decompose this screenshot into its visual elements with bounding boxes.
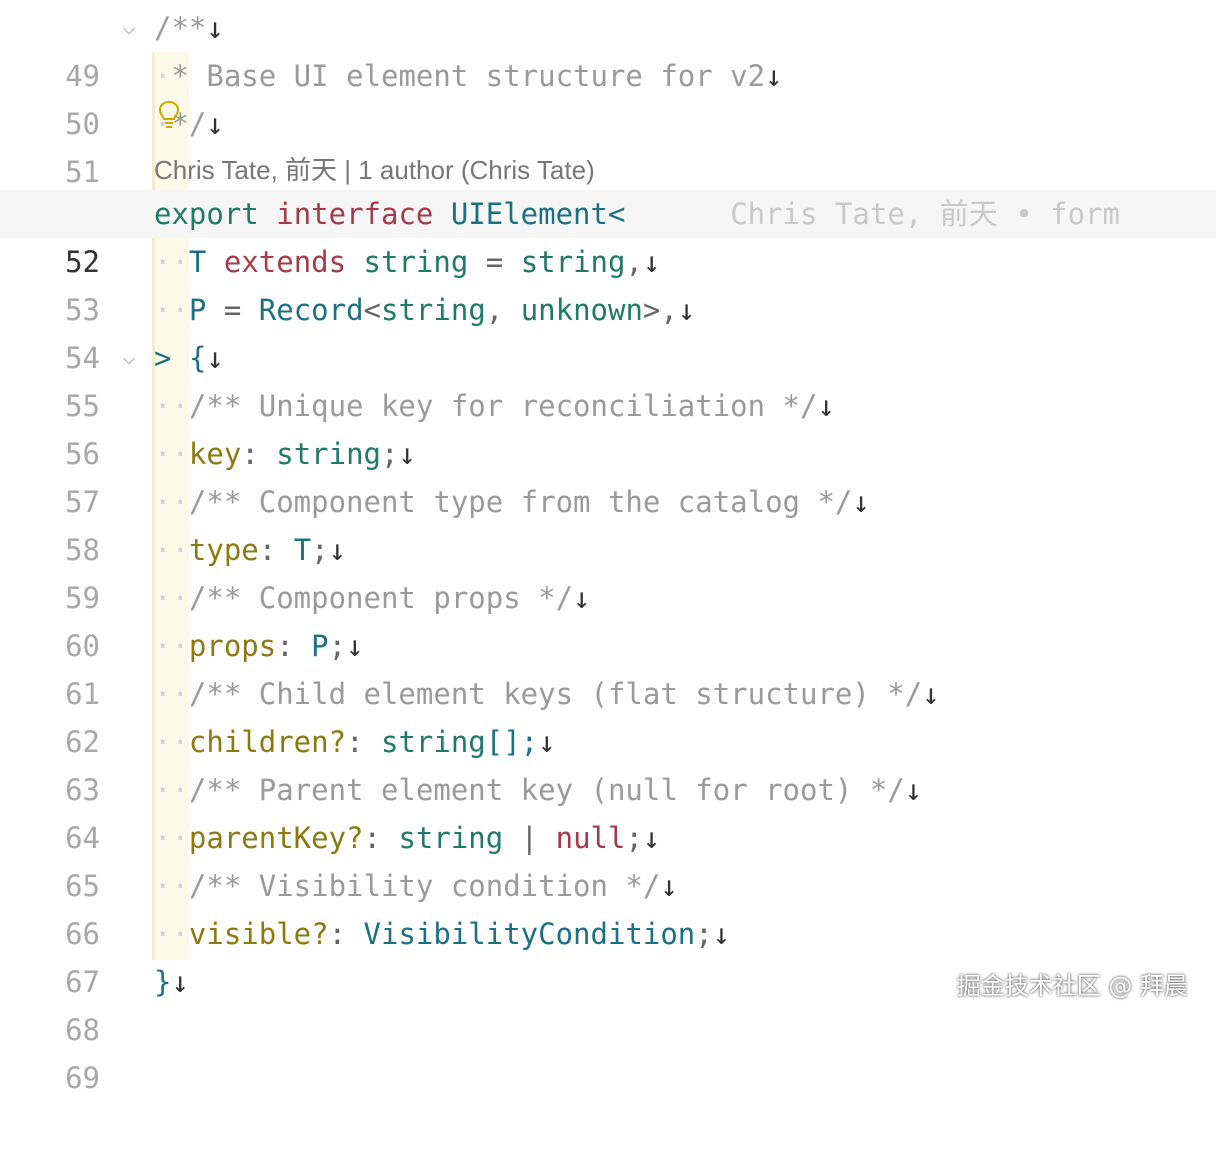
line-number: 49 <box>65 59 100 93</box>
fold-chevron-icon[interactable]: ⌵ <box>122 15 136 40</box>
code-line-64[interactable]: 64 ··/** Parent element key (null for ro… <box>0 766 1216 855</box>
whitespace-marker: ·· <box>154 533 189 567</box>
line-number: 60 <box>65 629 100 663</box>
eol-marker: ↓ <box>817 389 835 423</box>
code-line-65[interactable]: 65 ··parentKey?: string | null;↓ <box>0 814 1216 903</box>
eol-marker: ↓ <box>904 773 923 807</box>
line-number: 54 <box>65 341 100 375</box>
comment: /** Component type from the catalog */ <box>188 485 853 519</box>
inline-blame: Chris Tate, 前天 • form <box>730 197 1120 231</box>
line-number: 58 <box>65 533 100 567</box>
eol-marker: ↓ <box>538 725 556 759</box>
eol-marker: ↓ <box>171 965 189 999</box>
whitespace-marker: ·· <box>154 725 189 759</box>
whitespace-marker: · <box>154 107 172 141</box>
code-line-61[interactable]: 61 ··props: P;↓ <box>0 622 1216 711</box>
line-number: 63 <box>65 773 100 807</box>
comment: /** Child element keys (flat structure) … <box>188 677 923 711</box>
line-number: 64 <box>65 821 100 855</box>
eol-marker: ↓ <box>660 869 678 903</box>
line-number: 56 <box>65 437 100 471</box>
line-number: 61 <box>65 677 100 711</box>
whitespace-marker: ·· <box>154 773 189 807</box>
eol-marker: ↓ <box>922 677 940 711</box>
eol-marker: ↓ <box>206 107 224 141</box>
code-line-54[interactable]: 54 ··P = Record<string, unknown>,↓ <box>0 286 1216 375</box>
whitespace-marker: ·· <box>154 917 189 951</box>
eol-marker: ↓ <box>852 485 870 519</box>
line-number: 50 <box>65 107 100 141</box>
whitespace-marker: ·· <box>154 293 189 327</box>
eol-marker: ↓ <box>573 581 591 615</box>
code-line-53[interactable]: 53 ··T extends string = string,↓ <box>0 238 1216 327</box>
eol-marker: ↓ <box>206 341 224 375</box>
eol-marker: ↓ <box>642 821 661 855</box>
line-number: 53 <box>65 293 100 327</box>
line-number: 52 <box>65 245 100 279</box>
whitespace-marker: ·· <box>154 677 189 711</box>
watermark: 掘金技术社区 @ 拜晨 <box>956 972 1188 1000</box>
whitespace-marker: ·· <box>154 245 189 279</box>
eol-marker: ↓ <box>765 59 783 93</box>
line-number: 57 <box>65 485 100 519</box>
fold-chevron-icon[interactable]: ⌵ <box>122 345 136 370</box>
line-number: 51 <box>65 155 100 189</box>
comment: /** <box>154 11 207 45</box>
whitespace-marker: ·· <box>154 389 189 423</box>
code-line-66[interactable]: 66 ··/** Visibility condition */↓ <box>0 862 1216 951</box>
line-number: 55 <box>65 389 100 423</box>
code-line-50[interactable]: 50 ·* Base UI element structure for v2↓ <box>0 52 1216 141</box>
whitespace-marker: ·· <box>154 629 189 663</box>
whitespace-marker: ·· <box>154 485 189 519</box>
whitespace-marker: ·· <box>154 821 189 855</box>
whitespace-marker: ·· <box>154 437 189 471</box>
lightbulb-icon[interactable] <box>158 100 180 130</box>
keyword-interface: interface <box>276 197 434 231</box>
eol-marker: ↓ <box>642 245 661 279</box>
whitespace-marker: ·· <box>154 581 189 615</box>
code-line-56[interactable]: 56 ··/** Unique key for reconciliation *… <box>0 382 1216 471</box>
eol-marker: ↓ <box>677 293 696 327</box>
comment: /** Unique key for reconciliation */ <box>188 389 818 423</box>
code-line-67[interactable]: 67 ··visible?: VisibilityCondition;↓ <box>0 910 1216 999</box>
eol-marker: ↓ <box>206 11 224 45</box>
line-number: 67 <box>65 965 100 999</box>
code-line-69[interactable]: 69 <box>0 1006 1216 1095</box>
comment: /** Visibility condition */ <box>188 869 661 903</box>
line-number: 65 <box>65 869 100 903</box>
line-number: 59 <box>65 581 100 615</box>
blame-codelens[interactable]: Chris Tate, 前天 | 1 author (Chris Tate) <box>154 155 595 185</box>
line-number: 69 <box>65 1061 100 1095</box>
comment: /** Component props */ <box>188 581 574 615</box>
code-line-51[interactable]: 51 ·*/↓ <box>0 100 1216 189</box>
eol-marker: ↓ <box>398 437 416 471</box>
line-number: 66 <box>65 917 100 951</box>
whitespace-marker: · <box>154 59 172 93</box>
whitespace-marker: ·· <box>154 869 189 903</box>
line-number: 62 <box>65 725 100 759</box>
comment: * Base UI element structure for v2 <box>171 59 766 93</box>
code-line-52[interactable]: 52 export interface UIElement< Chris Tat… <box>0 190 1216 279</box>
type-name: UIElement< <box>450 197 626 231</box>
code-editor[interactable]: 49 ⌵ /**↓ 50 ·* Base UI element structur… <box>0 0 1216 1095</box>
code-line-49[interactable]: 49 ⌵ /**↓ <box>0 4 1216 93</box>
eol-marker: ↓ <box>346 629 364 663</box>
keyword-export: export <box>154 197 259 231</box>
eol-marker: ↓ <box>712 917 731 951</box>
code-line-57[interactable]: 57 ··key: string;↓ <box>0 430 1216 519</box>
code-line-55[interactable]: 55 ⌵ > {↓ <box>0 334 1216 423</box>
code-line-59[interactable]: 59 ··type: T;↓ <box>0 526 1216 615</box>
code-line-58[interactable]: 58 ··/** Component type from the catalog… <box>0 478 1216 567</box>
eol-marker: ↓ <box>328 533 347 567</box>
comment: /** Parent element key (null for root) *… <box>188 773 905 807</box>
code-line-62[interactable]: 62 ··/** Child element keys (flat struct… <box>0 670 1216 759</box>
code-line-63[interactable]: 63 ··children?: string[];↓ <box>0 718 1216 807</box>
code-line-60[interactable]: 60 ··/** Component props */↓ <box>0 574 1216 663</box>
